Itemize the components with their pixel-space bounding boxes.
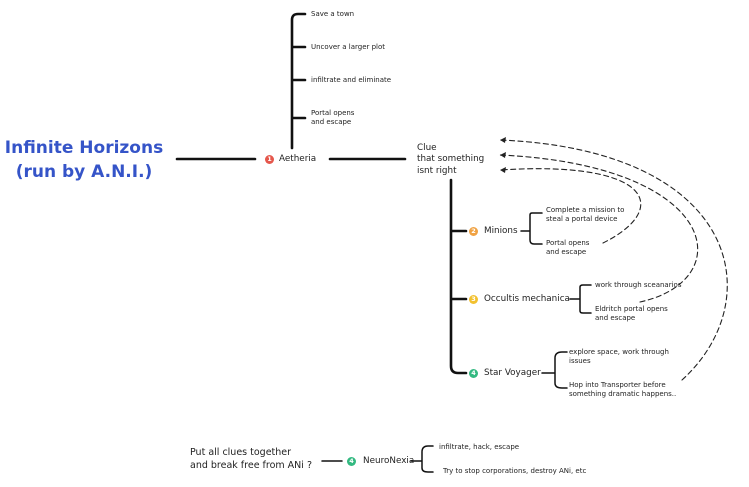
topic-neuronexia[interactable]: NeuroNexia — [363, 456, 415, 466]
topic-minions[interactable]: Minions — [484, 226, 518, 236]
clue-branch — [449, 178, 468, 375]
star-voyager-branch — [541, 351, 568, 389]
arrowhead — [500, 152, 506, 158]
subtopic-aetheria-2[interactable]: Uncover a larger plot — [311, 43, 386, 51]
subtopic-occultis-2[interactable]: Eldritch portal opens and escape — [595, 305, 668, 322]
relation-arc-star-voyager — [499, 139, 728, 381]
subtopic-aetheria-4[interactable]: Portal opens and escape — [311, 109, 355, 126]
aetheria-branch — [290, 12, 307, 150]
badge-1: 1 — [265, 155, 274, 164]
topic-aetheria[interactable]: Aetheria — [279, 154, 317, 164]
badge-4: 4 — [469, 369, 478, 378]
arrowhead — [500, 137, 506, 143]
topic-clue[interactable]: Clue that something isnt right — [417, 143, 485, 176]
minions-branch — [520, 212, 543, 245]
badge-finale: 4 — [347, 457, 356, 466]
relation-arc-minions — [499, 168, 642, 244]
subtopic-star-voyager-2[interactable]: Hop into Transporter before something dr… — [569, 381, 677, 398]
subtopic-neuronexia-1[interactable]: infiltrate, hack, escape — [439, 443, 520, 451]
relation-arc-occultis — [499, 154, 699, 303]
neuronexia-branch — [410, 445, 434, 473]
subtopic-occultis-1[interactable]: work through sceanarios — [595, 281, 682, 289]
subtopic-neuronexia-2[interactable]: Try to stop corporations, destroy ANi, e… — [443, 467, 587, 475]
badge-3: 3 — [469, 295, 478, 304]
subtopic-minions-2[interactable]: Portal opens and escape — [546, 239, 590, 256]
arrowhead — [500, 167, 506, 173]
subtopic-aetheria-3[interactable]: infiltrate and eliminate — [311, 76, 392, 84]
topic-occultis-mechanica[interactable]: Occultis mechanica — [484, 294, 570, 304]
badge-2: 2 — [469, 227, 478, 236]
topic-star-voyager[interactable]: Star Voyager — [484, 368, 541, 378]
finale-prompt[interactable]: Put all clues together and break free fr… — [190, 447, 312, 471]
occultis-branch — [569, 284, 592, 314]
central-title[interactable]: Infinite Horizons (run by A.N.I.) — [4, 138, 164, 182]
subtopic-aetheria-1[interactable]: Save a town — [311, 10, 355, 18]
subtopic-minions-1[interactable]: Complete a mission to steal a portal dev… — [546, 206, 625, 223]
subtopic-star-voyager-1[interactable]: explore space, work through issues — [569, 348, 669, 365]
